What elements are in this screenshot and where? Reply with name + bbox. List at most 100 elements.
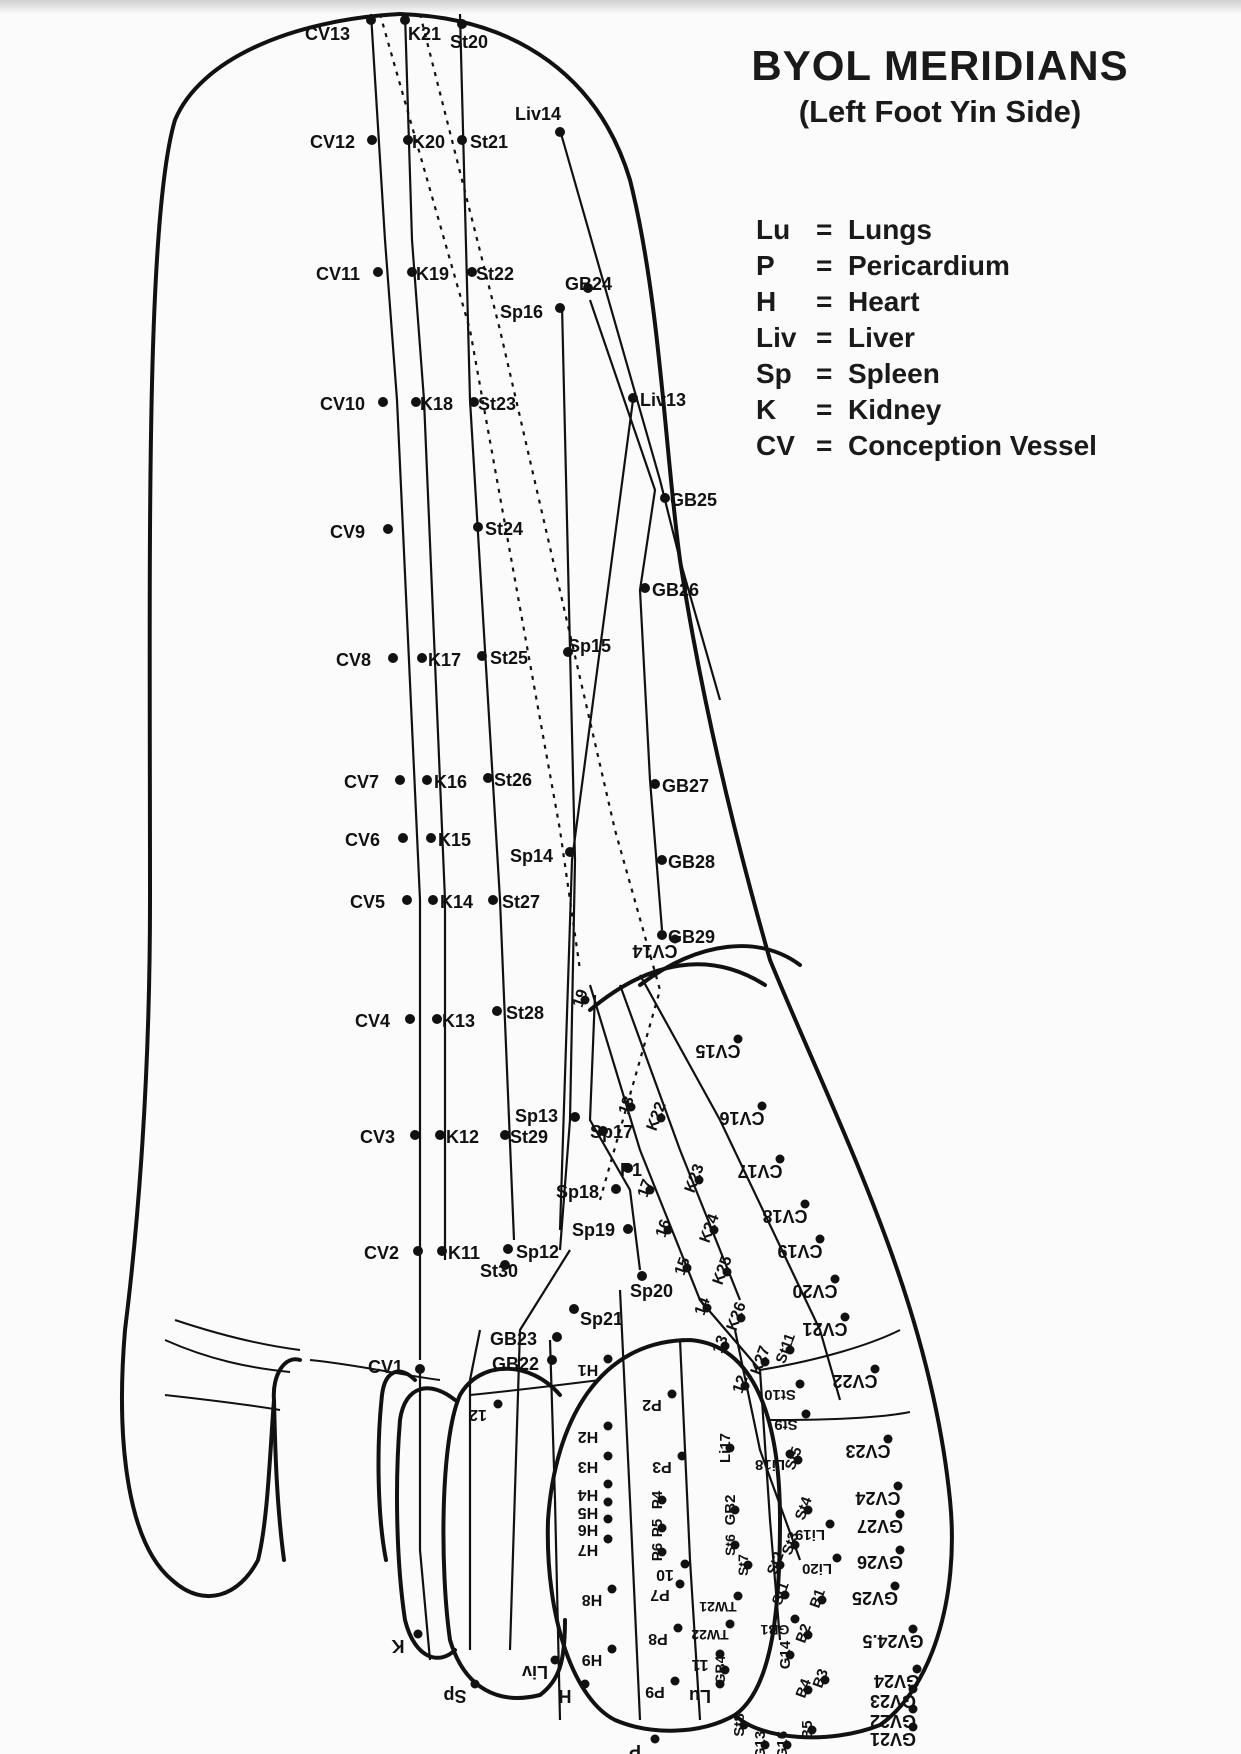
acupoint-dot [674, 1624, 683, 1633]
acupoint-dot [726, 1444, 735, 1453]
acupoint-dot [913, 1665, 922, 1674]
acupoint-label-rotated: CV17 [737, 1161, 782, 1181]
acupoint-dot [657, 1114, 666, 1123]
acupoint-label-rotated: K26 [724, 1300, 750, 1333]
crease-7 [470, 1380, 600, 1395]
acupoint-dot [786, 1346, 795, 1355]
acupoint-label-rotated: H4 [578, 1486, 599, 1503]
acupoint-label: CV5 [350, 892, 385, 912]
acupoint-dot [414, 1630, 423, 1639]
acupoint-dot [457, 135, 467, 145]
acupoint-dot [640, 583, 650, 593]
acupoint-dot [415, 1364, 425, 1374]
acupoint-dot [552, 1332, 562, 1342]
acupoint-dot [894, 1482, 903, 1491]
acupoint-label-rotated: CV15 [695, 1041, 740, 1061]
acupoint-label: GB23 [490, 1329, 537, 1349]
legend-name: Heart [848, 284, 920, 320]
acupoint-label: GB28 [668, 852, 715, 872]
acupoint-dot [650, 779, 660, 789]
acupoint-label-rotated: P7 [650, 1586, 670, 1603]
acupoint-label-rotated: Sp [443, 1686, 466, 1706]
acupoint-label-rotated: St10 [764, 1386, 796, 1403]
legend-abbr: CV [756, 428, 816, 464]
legend-name: Conception Vessel [848, 428, 1097, 464]
acupoint-label-rotated: Li19 [795, 1526, 825, 1543]
acupoint-label-rotated: P2 [642, 1396, 662, 1413]
acupoint-label-rotated: K [392, 1636, 405, 1656]
acupoint-dot [569, 1304, 579, 1314]
acupoint-dot [628, 393, 638, 403]
legend-eq: = [816, 248, 848, 284]
acupoint-label: K14 [440, 892, 473, 912]
acupoint-dot [608, 1645, 617, 1654]
acupoint-dot [405, 1014, 415, 1024]
acupoint-label: St22 [476, 264, 514, 284]
acupoint-label-rotated: H [559, 1686, 572, 1706]
acupoint-dot [402, 895, 412, 905]
acupoint-dot [473, 522, 483, 532]
acupoint-dot [737, 1314, 746, 1323]
legend-eq: = [816, 320, 848, 356]
acupoint-label: K19 [416, 264, 449, 284]
legend-name: Spleen [848, 356, 940, 392]
acupoint-label-rotated: 10 [656, 1566, 674, 1583]
acupoint-label-rotated: CV14 [632, 941, 677, 961]
foot-outline [122, 14, 400, 1596]
acupoint-dot [604, 1480, 613, 1489]
acupoint-label-rotated: H1 [578, 1361, 599, 1378]
legend-name: Kidney [848, 392, 941, 428]
acupoint-label: GB25 [670, 490, 717, 510]
acupoint-label: Sp20 [630, 1281, 673, 1301]
acupoint-label: St27 [502, 892, 540, 912]
acupoint-label: GB22 [492, 1354, 539, 1374]
acupoint-label-rotated: Lu [689, 1686, 711, 1706]
acupoint-dot [804, 1686, 813, 1695]
acupoint-dot [761, 1741, 770, 1750]
acupoint-dot [471, 1680, 480, 1689]
acupoint-label: K18 [420, 394, 453, 414]
acupoint-dot [909, 1705, 918, 1714]
acupoint-dot [657, 855, 667, 865]
acupoint-label: Sp16 [500, 302, 543, 322]
acupoint-dot [794, 1456, 803, 1465]
acupoint-label-rotated: St11 [773, 1331, 800, 1366]
acupoint-label-rotated: TW21 [699, 1599, 737, 1615]
acupoint-label-rotated: CV19 [777, 1241, 822, 1261]
acupoint-label: Liv14 [515, 104, 561, 124]
crease-4 [165, 1395, 280, 1410]
acupoint-dot [658, 1548, 667, 1557]
acupoint-label: CV9 [330, 522, 365, 542]
acupoint-dot [570, 1112, 580, 1122]
acupoint-label-rotated: GV21 [870, 1729, 916, 1749]
acupoint-label-rotated: 12 [469, 1406, 487, 1423]
acupoint-label: Sp12 [516, 1242, 559, 1262]
chart-subtitle: (Left Foot Yin Side) [740, 94, 1140, 130]
legend-name: Liver [848, 320, 915, 356]
meridian-line [371, 14, 420, 1360]
ball-curve [590, 964, 765, 1010]
acupoint-label-rotated: CV24 [855, 1488, 900, 1508]
acupoint-label-rotated: GV26 [857, 1552, 903, 1572]
acupoint-dot [604, 1515, 613, 1524]
chart-title: BYOL MERIDIANS [740, 42, 1140, 90]
meridian-line [560, 305, 575, 1250]
acupoint-dot [796, 1380, 805, 1389]
acupoint-label-rotated: P [629, 1741, 641, 1754]
acupoint-label: St21 [470, 132, 508, 152]
acupoint-label-rotated: St4 [792, 1494, 816, 1522]
acupoint-label-rotated: P3 [652, 1458, 672, 1475]
acupoint-dot [716, 1650, 725, 1659]
acupoint-label-rotated: H9 [582, 1651, 603, 1668]
acupoint-label: St23 [478, 394, 516, 414]
acupoint-dot [744, 1561, 753, 1570]
legend-abbr: Lu [756, 212, 816, 248]
acupoint-dot [555, 303, 565, 313]
legend-row: K=Kidney [756, 392, 1097, 428]
acupoint-label-rotated: Li18 [755, 1456, 785, 1473]
acupoint-label: K20 [412, 132, 445, 152]
acupoint-dot [637, 1271, 647, 1281]
acupoint-label: St28 [506, 1003, 544, 1023]
acupoint-dot [378, 397, 388, 407]
acupoint-dot [373, 267, 383, 277]
